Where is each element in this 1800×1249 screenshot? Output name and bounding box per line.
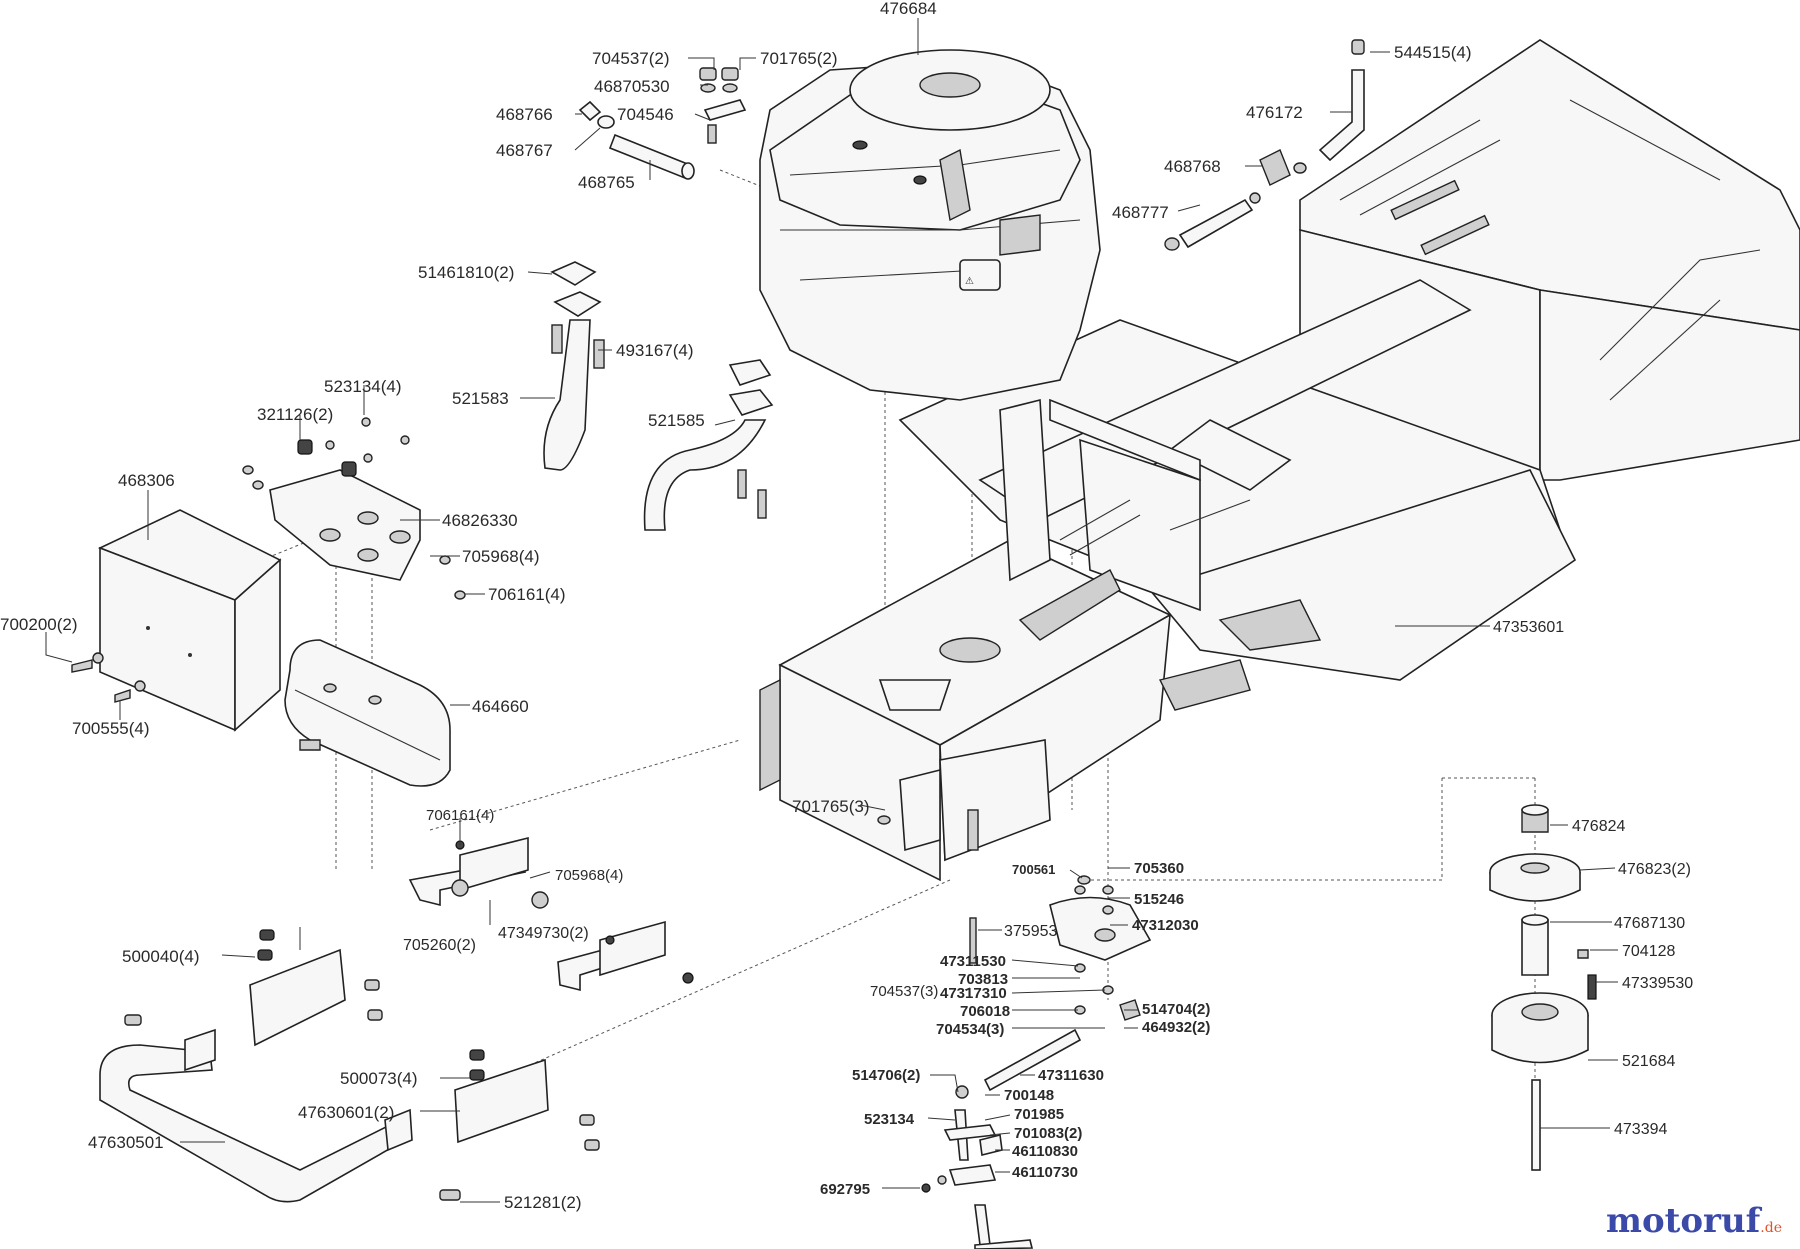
label-706161-4: 706161(4) — [488, 585, 566, 604]
label-701083-2: 701083(2) — [1014, 1125, 1082, 1142]
leader-lines — [45, 18, 1618, 1203]
brand-logo: motoruf.de — [1606, 1201, 1782, 1241]
label-375953: 375953 — [1004, 923, 1057, 940]
label-47317310: 47317310 — [940, 985, 1007, 1002]
label-700561: 700561 — [1012, 862, 1055, 877]
label-544515-4: 544515(4) — [1394, 43, 1472, 62]
label-521585: 521585 — [648, 411, 705, 430]
axle-brackets — [249, 836, 666, 1144]
engine-476684: ⚠ — [759, 49, 1101, 401]
label-521281-2: 521281(2) — [504, 1193, 582, 1212]
label-47349730-2: 47349730(2) — [498, 925, 589, 942]
label-514704-2: 514704(2) — [1142, 1001, 1210, 1018]
label-47312030: 47312030 — [1132, 917, 1199, 934]
label-500040-4: 500040(4) — [122, 947, 200, 966]
label-705968-4-b: 705968(4) — [555, 867, 623, 884]
label-692795: 692795 — [820, 1181, 870, 1198]
label-704546: 704546 — [617, 105, 674, 124]
heat-shield-468306 — [97, 509, 282, 732]
label-47311530: 47311530 — [940, 953, 1006, 970]
label-476172: 476172 — [1246, 103, 1303, 122]
axle-bolts — [124, 840, 694, 1201]
label-464660: 464660 — [472, 697, 529, 716]
label-46110730: 46110730 — [1012, 1164, 1078, 1181]
clutch-pulley-stack — [1489, 804, 1597, 1171]
label-476824: 476824 — [1572, 818, 1625, 835]
label-468766: 468766 — [496, 105, 553, 124]
label-46110830: 46110830 — [1012, 1143, 1078, 1160]
label-521583: 521583 — [452, 389, 509, 408]
svg-text:⚠: ⚠ — [965, 276, 974, 287]
label-473394: 473394 — [1614, 1121, 1667, 1138]
label-521684: 521684 — [1622, 1053, 1675, 1070]
label-701765-2: 701765(2) — [760, 49, 838, 68]
label-464932-2: 464932(2) — [1142, 1019, 1210, 1036]
label-706161-4-b: 706161(4) — [426, 807, 494, 824]
label-468777: 468777 — [1112, 203, 1169, 222]
label-493167-4: 493167(4) — [616, 341, 694, 360]
label-47630601-2: 47630601(2) — [298, 1103, 394, 1122]
label-468306: 468306 — [118, 471, 175, 490]
exhaust-pipes — [543, 261, 774, 531]
label-705260-2: 705260(2) — [403, 937, 476, 954]
label-704537-2: 704537(2) — [592, 49, 670, 68]
label-704537-3: 704537(3) — [870, 983, 938, 1000]
label-706018: 706018 — [960, 1003, 1010, 1020]
label-701765-3: 701765(3) — [792, 797, 870, 816]
fuel-fitting-parts — [578, 67, 747, 180]
label-468767: 468767 — [496, 141, 553, 160]
label-476684: 476684 — [880, 0, 937, 18]
label-700200-2: 700200(2) — [0, 615, 78, 634]
muffler-bracket-parts — [242, 417, 466, 600]
label-701985: 701985 — [1014, 1106, 1064, 1123]
label-523134: 523134 — [864, 1111, 915, 1128]
label-523134-4: 523134(4) — [324, 377, 402, 396]
label-705360: 705360 — [1134, 860, 1184, 877]
label-500073-4: 500073(4) — [340, 1069, 418, 1088]
label-700148: 700148 — [1004, 1087, 1054, 1104]
label-704534-3: 704534(3) — [936, 1021, 1004, 1038]
chassis-frame — [759, 39, 1800, 882]
label-51461810-2: 51461810(2) — [418, 263, 514, 282]
label-514706-2: 514706(2) — [852, 1067, 920, 1084]
label-47630501: 47630501 — [88, 1133, 164, 1152]
label-515246: 515246 — [1134, 891, 1184, 908]
label-47339530: 47339530 — [1622, 975, 1693, 992]
label-47311630: 47311630 — [1038, 1067, 1104, 1084]
muffler-464660 — [284, 639, 451, 787]
part-labels: 476684 704537(2) 701765(2) 46870530 4687… — [0, 0, 1693, 1212]
label-476823-2: 476823(2) — [1618, 861, 1691, 878]
fuel-hose-parts — [1164, 39, 1365, 251]
brand-suffix: .de — [1760, 1220, 1782, 1236]
label-46826330: 46826330 — [442, 511, 518, 530]
label-700555-4: 700555(4) — [72, 719, 150, 738]
label-703813: 703813 — [958, 971, 1008, 988]
label-704128: 704128 — [1622, 943, 1675, 960]
label-47353601: 47353601 — [1493, 619, 1564, 636]
label-468765: 468765 — [578, 173, 635, 192]
label-46870530: 46870530 — [594, 77, 670, 96]
front-bumper-47630501 — [99, 1028, 413, 1203]
label-321126-2: 321126(2) — [257, 405, 333, 424]
brand-name: motoruf — [1606, 1201, 1761, 1241]
shield-fasteners — [71, 652, 146, 703]
label-47687130: 47687130 — [1614, 915, 1685, 932]
label-468768: 468768 — [1164, 157, 1221, 176]
label-705968-4: 705968(4) — [462, 547, 540, 566]
